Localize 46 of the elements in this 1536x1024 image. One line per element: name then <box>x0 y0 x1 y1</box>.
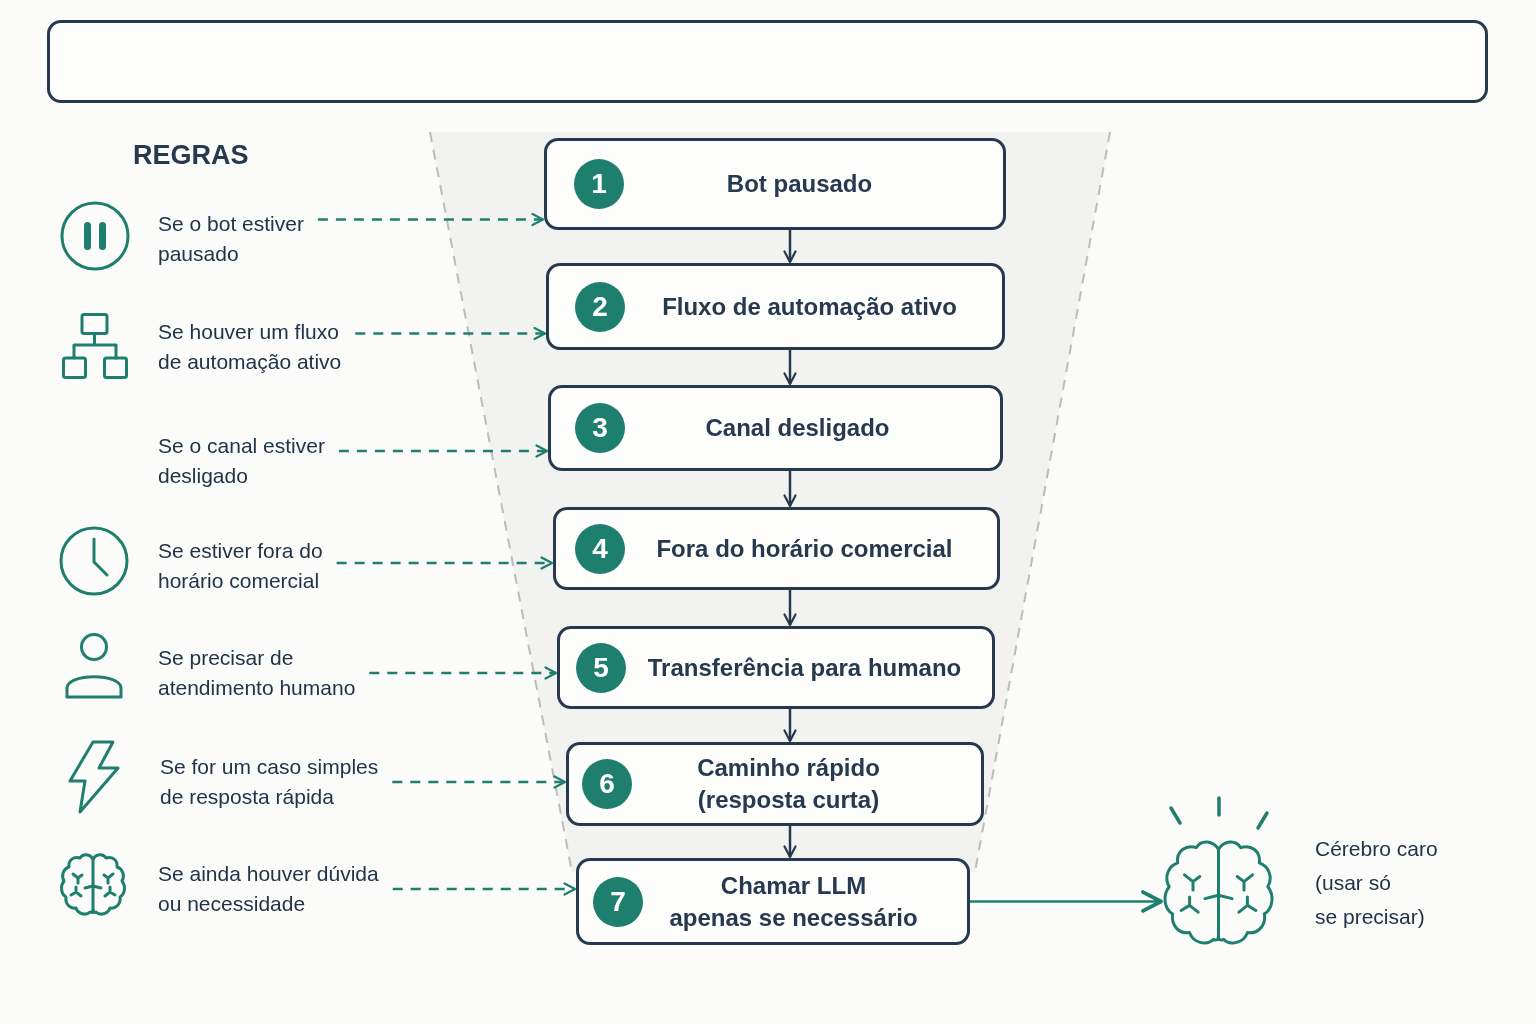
dashed-arrow <box>336 556 554 570</box>
arrow <box>970 890 1163 913</box>
rule-text: Se o bot estiver pausado <box>158 209 304 269</box>
number-badge: 5 <box>576 642 626 693</box>
rule-text: Se ainda houver dúvida ou necessidade <box>158 859 379 919</box>
step-label: Bot pausado <box>726 169 873 199</box>
brain-icon <box>1162 797 1275 946</box>
step-label: Caminho rápido (resposta curta) <box>697 753 880 815</box>
step-box <box>544 138 1006 230</box>
step-box <box>566 742 984 826</box>
step-label: Fluxo de automação ativo <box>662 291 957 322</box>
rule-text: Se for um caso simples de resposta rápida <box>160 752 379 812</box>
step-label: Fora do horário comercial <box>656 533 953 564</box>
arrow <box>783 709 797 743</box>
arrow <box>783 230 797 264</box>
arrow <box>783 471 797 508</box>
dashed-arrow <box>355 326 547 341</box>
rule-text: Se houver um fluxo de automação ativo <box>158 317 342 377</box>
arrow <box>783 826 797 859</box>
dashed-arrow <box>338 444 549 458</box>
step-label: Transferência para humano <box>647 652 962 683</box>
step-box <box>557 626 995 709</box>
step-box <box>548 385 1003 471</box>
number-badge: 6 <box>582 759 632 809</box>
step-box <box>553 507 1000 590</box>
step-label: Canal desligado <box>705 413 890 443</box>
number-badge: 1 <box>574 159 624 209</box>
rule-text: Se precisar de atendimento humano <box>158 643 356 703</box>
empty-banner-box <box>47 20 1488 103</box>
dashed-arrow <box>392 882 577 896</box>
dashed-arrow <box>369 666 558 680</box>
brain-caption: Cérebro caro (usar só se precisar) <box>1315 836 1438 930</box>
rule-text: Se estiver fora do horário comercial <box>158 536 323 596</box>
rule-text: Se o canal estiver desligado <box>158 431 325 491</box>
step-box <box>546 263 1005 350</box>
number-badge: 4 <box>575 523 625 574</box>
dashed-arrow <box>392 775 567 789</box>
arrow <box>783 590 797 627</box>
column-heading: REGRAS <box>133 139 249 172</box>
step-label: Chamar LLM apenas se necessário <box>669 870 918 933</box>
dashed-arrow <box>317 212 545 227</box>
number-badge: 7 <box>593 876 643 927</box>
arrow <box>783 350 797 386</box>
step-box <box>576 858 970 945</box>
number-badge: 2 <box>575 281 625 332</box>
number-badge: 3 <box>575 403 625 453</box>
